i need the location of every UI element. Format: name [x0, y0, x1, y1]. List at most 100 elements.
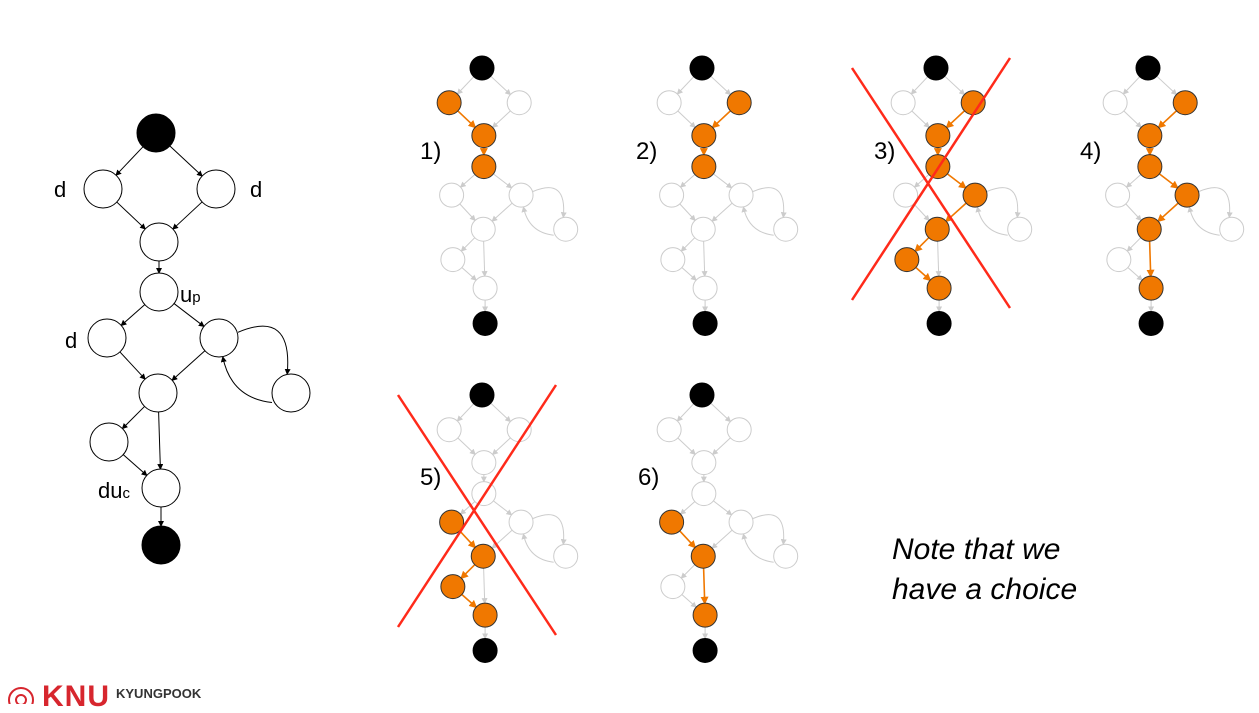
edge — [173, 303, 205, 328]
edge — [711, 202, 733, 222]
node — [508, 182, 534, 208]
terminal-node — [469, 382, 495, 408]
node — [439, 182, 465, 208]
variant-label-6: 6) — [638, 464, 660, 491]
terminal-node — [136, 113, 176, 153]
node — [773, 543, 799, 569]
variant-graph-4 — [1102, 55, 1245, 336]
node — [471, 450, 497, 476]
node — [893, 182, 919, 208]
node — [1137, 123, 1163, 149]
variant-graph-2 — [656, 55, 799, 336]
variant-label-3: 3) — [874, 138, 896, 165]
edge — [711, 437, 731, 456]
edge — [913, 203, 930, 222]
label-duc-sub: c — [122, 485, 130, 502]
label-duc-text: du — [98, 478, 123, 503]
edge — [121, 406, 145, 430]
node — [1136, 216, 1162, 242]
variant-graph-6 — [656, 382, 799, 663]
label-up: up — [180, 282, 201, 308]
node — [87, 318, 127, 358]
edge — [171, 350, 206, 381]
edge — [459, 203, 476, 222]
edge — [676, 403, 695, 422]
logo-text: KYUNGPOOK — [116, 686, 202, 701]
node — [660, 247, 686, 273]
edge — [459, 501, 476, 515]
node — [506, 90, 532, 116]
label-d-left: d — [54, 177, 67, 202]
node — [728, 509, 754, 535]
edge — [491, 437, 511, 456]
edge — [910, 76, 929, 95]
edge — [1126, 237, 1142, 252]
edge — [521, 533, 554, 563]
edge — [676, 76, 695, 95]
terminal-node — [926, 310, 952, 336]
edge — [532, 187, 567, 219]
edge — [944, 202, 967, 223]
node — [773, 216, 799, 242]
edge — [461, 267, 477, 281]
edge — [169, 145, 203, 177]
edge — [711, 529, 733, 549]
edge — [1156, 202, 1179, 223]
node — [470, 543, 496, 569]
node — [894, 247, 920, 273]
node — [726, 417, 752, 443]
edge — [459, 174, 476, 188]
edge — [1187, 206, 1220, 236]
edge — [713, 500, 733, 516]
edge — [493, 500, 513, 516]
label-d-right: d — [250, 177, 263, 202]
edge — [1198, 187, 1233, 219]
edge — [1156, 75, 1178, 96]
note-text: Note that we have a choice — [892, 530, 1077, 610]
edge — [945, 110, 965, 129]
edge — [1158, 173, 1179, 189]
node — [728, 182, 754, 208]
edge — [914, 237, 930, 253]
node — [690, 543, 716, 569]
edge — [680, 564, 696, 579]
edge — [491, 110, 511, 129]
edge — [986, 187, 1021, 219]
terminal-node — [469, 55, 495, 81]
edge — [491, 202, 513, 222]
edge — [679, 174, 696, 188]
node — [726, 90, 752, 116]
node — [472, 275, 498, 301]
node — [138, 373, 178, 413]
terminal-node — [692, 637, 718, 663]
node — [1102, 90, 1128, 116]
node — [1007, 216, 1033, 242]
node — [691, 154, 717, 180]
node — [141, 468, 181, 508]
terminal-node — [141, 525, 181, 565]
cross-line — [850, 67, 1012, 309]
node — [656, 90, 682, 116]
edge — [120, 304, 146, 327]
edge — [677, 110, 696, 129]
edge — [532, 514, 567, 546]
edge — [741, 533, 774, 563]
terminal-node — [689, 382, 715, 408]
edge — [679, 501, 696, 515]
node — [926, 275, 952, 301]
node — [890, 90, 916, 116]
note-line-1: Note that we — [892, 533, 1061, 566]
edge — [481, 241, 488, 278]
edge — [521, 206, 554, 236]
label-up-sub: p — [192, 289, 201, 306]
edge — [911, 110, 930, 129]
node — [691, 450, 717, 476]
edge — [456, 76, 475, 95]
edge — [680, 237, 696, 252]
edge — [915, 266, 932, 282]
edge — [711, 110, 731, 129]
edge — [946, 173, 967, 189]
node — [470, 216, 496, 242]
edge — [157, 411, 164, 471]
